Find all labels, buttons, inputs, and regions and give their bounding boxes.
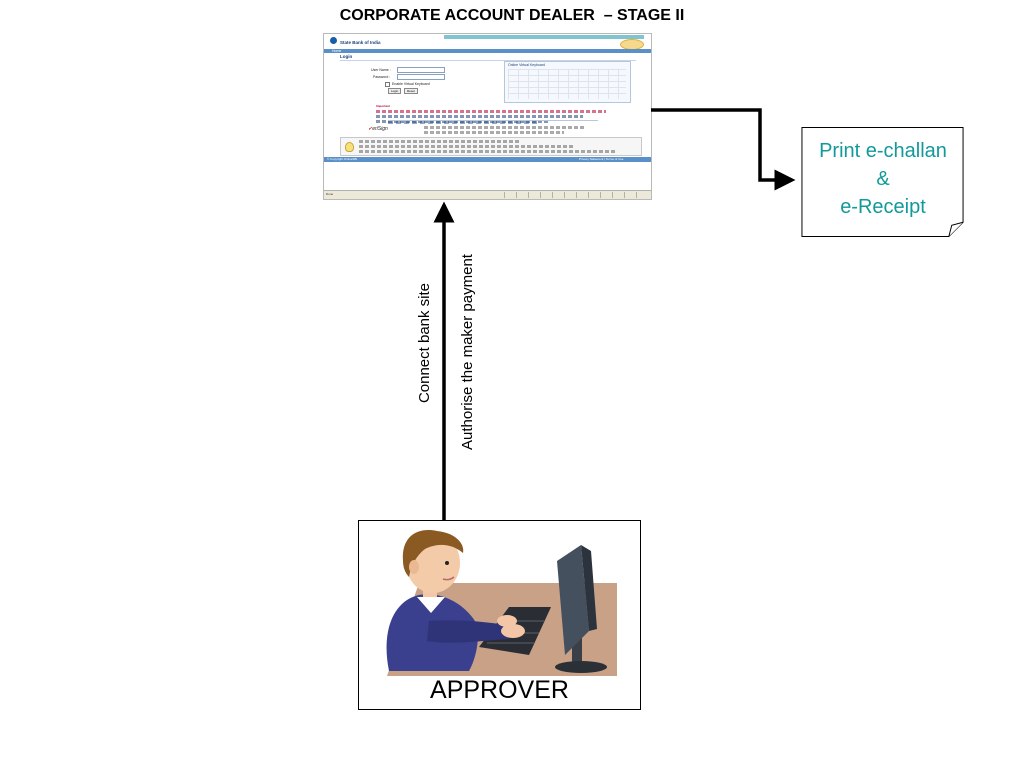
bank-header: State Bank of India (324, 34, 651, 50)
notice-text-line (376, 115, 583, 118)
username-input[interactable] (397, 67, 445, 73)
note-line: e-Receipt (840, 196, 926, 218)
verisign-note (424, 126, 624, 134)
browser-status-bar: Done (324, 190, 651, 199)
virtual-keyboard-title: Online Virtual Keyboard (508, 63, 545, 67)
bank-site-screenshot: State Bank of India Home Login User Name… (323, 33, 652, 200)
bank-name: State Bank of India (340, 40, 381, 45)
header-stripe (444, 35, 644, 39)
login-button[interactable]: Login (388, 88, 402, 94)
authorise-payment-label: Authorise the maker payment (459, 254, 476, 450)
status-panels (504, 192, 644, 198)
status-text: Done (326, 192, 334, 196)
verisign-logo-icon: ✓eriSign (368, 126, 388, 132)
nav-home-link[interactable]: Home (332, 49, 342, 53)
sbi-logo-icon (330, 37, 337, 44)
login-heading: Login (340, 54, 353, 59)
virtual-keyboard: Online Virtual Keyboard (504, 61, 631, 103)
virtual-keyboard-label: Enable Virtual Keyboard (392, 82, 430, 86)
copyright-text: © Copyright OnlineSBI (327, 157, 358, 161)
page-title: CORPORATE ACCOUNT DEALER – STAGE II (339, 7, 685, 24)
person-at-computer-icon (386, 530, 617, 676)
connect-bank-site-label: Connect bank site (416, 282, 433, 404)
bank-nav-bar: Home (324, 49, 651, 53)
login-divider (340, 60, 636, 61)
username-label: User Name : (371, 68, 391, 72)
password-input[interactable] (397, 74, 445, 80)
lightbulb-icon (345, 142, 354, 152)
notice-text-line (376, 110, 606, 113)
print-receipt-text: Print e-challan & e-Receipt (801, 137, 965, 221)
note-line: & (876, 168, 890, 190)
link-divider (388, 120, 598, 121)
important-label: Important (376, 104, 390, 108)
security-notice-lines (359, 140, 629, 153)
password-label: Password : (373, 75, 391, 79)
bank-footer: © Copyright OnlineSBI Privacy Statement … (324, 157, 651, 162)
note-line: Print e-challan (819, 140, 947, 162)
footer-links[interactable] (388, 121, 538, 124)
print-receipt-note (801, 127, 964, 238)
virtual-keyboard-keys[interactable] (508, 69, 626, 99)
arrow-bank-to-print (651, 108, 796, 191)
footer-right-links[interactable]: Privacy Statement | Terms of Use (579, 157, 624, 161)
approver-box (358, 520, 641, 710)
approver-label: APPROVER (430, 676, 569, 704)
security-notice-panel (340, 137, 642, 156)
virtual-keyboard-checkbox[interactable] (385, 82, 390, 87)
reset-button[interactable]: Reset (404, 88, 418, 94)
